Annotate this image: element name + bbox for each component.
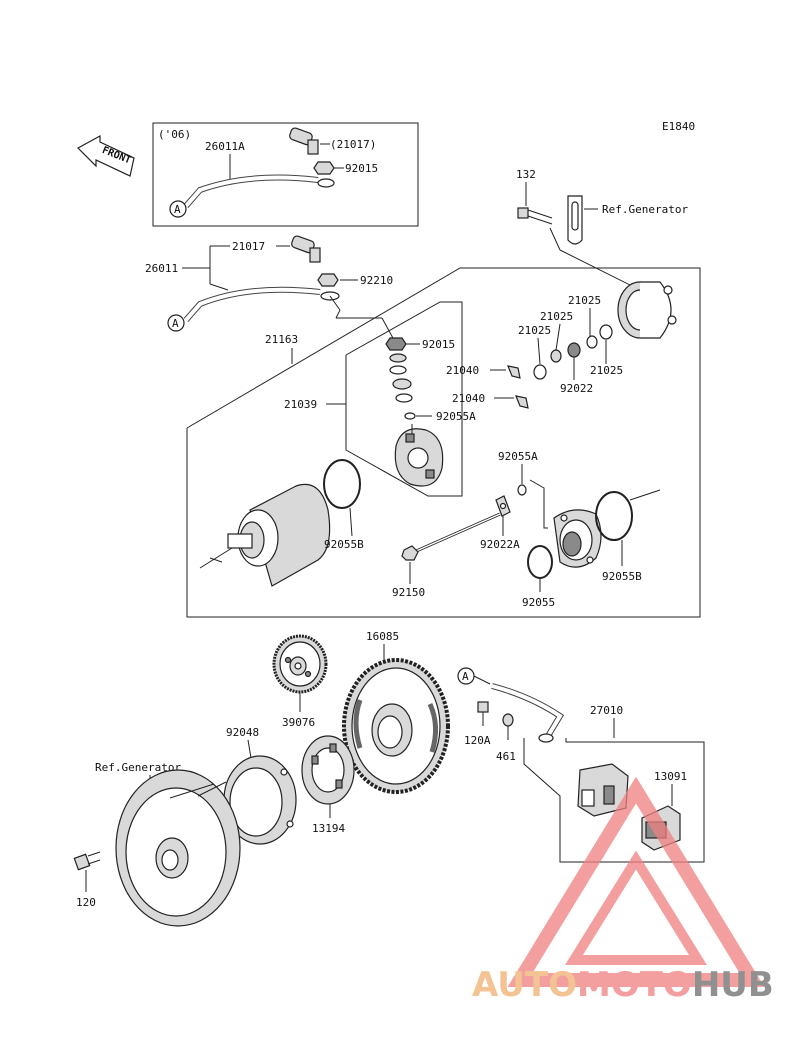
diagram-id: E1840	[662, 120, 695, 133]
starter-box	[186, 267, 701, 618]
front-arrow-icon: FRONT	[77, 134, 135, 177]
label-92055: 92055	[522, 596, 555, 609]
label-92015-top: 92015	[345, 162, 378, 175]
cable-icon-2	[183, 286, 340, 322]
label-132: 132	[516, 168, 536, 181]
brush-plate-icon	[394, 424, 444, 487]
label-21163: 21163	[265, 333, 298, 346]
nut-icon-2	[317, 273, 339, 287]
label-92055A: 92055A	[436, 410, 476, 423]
label-39076: 39076	[282, 716, 315, 729]
front-housing-icon	[553, 509, 602, 568]
label-92022A: 92022A	[480, 538, 520, 551]
spacer-plate-icon	[223, 755, 297, 845]
washer-icon-461	[502, 713, 514, 727]
label-120A: 120A	[464, 734, 491, 747]
oring-tiny-icon	[517, 484, 527, 496]
label-21025-c: 21025	[568, 294, 601, 307]
label-13194: 13194	[312, 822, 345, 835]
ref-a-circle-icon-2: A	[167, 314, 185, 332]
washer-icons	[533, 324, 613, 380]
ref-a-circle-icon: A	[169, 200, 187, 218]
label-ref-generator-bottom: Ref.Generator	[95, 761, 181, 774]
oring-icon-right	[595, 491, 633, 541]
svg-text:AUTOMOTOHUB: AUTOMOTOHUB	[472, 965, 774, 1005]
starter-clutch-gear-icon	[342, 658, 450, 794]
label-461: 461	[496, 750, 516, 763]
idle-gear-icon	[272, 634, 328, 694]
label-21025-b: 21025	[540, 310, 573, 323]
label-ref-generator-top: Ref.Generator	[602, 203, 688, 216]
label-21040-b: 21040	[452, 392, 485, 405]
rotor-icon	[115, 769, 241, 927]
label-27010: 27010	[590, 704, 623, 717]
label-21039: 21039	[284, 398, 317, 411]
label-92210: 92210	[360, 274, 393, 287]
label-92055B-right: 92055B	[602, 570, 642, 583]
one-way-clutch-icon	[301, 735, 355, 805]
oring-icon-92055	[527, 545, 553, 579]
bolt-icon-132	[517, 207, 553, 225]
cable-icon	[183, 174, 335, 208]
label-21040-a: 21040	[446, 364, 479, 377]
relay-cable-icon	[491, 683, 565, 743]
oring-icon-left	[323, 459, 361, 509]
starter-motor-icon	[199, 483, 331, 587]
cap-icon-2	[291, 235, 321, 263]
label-92055A-right: 92055A	[498, 450, 538, 463]
label-92022: 92022	[560, 382, 593, 395]
label-21017: 21017	[232, 240, 265, 253]
label-120: 120	[76, 896, 96, 909]
label-92055B-left: 92055B	[324, 538, 364, 551]
label-21025-d: 21025	[590, 364, 623, 377]
svg-text:A: A	[172, 317, 179, 330]
oring-small-icon	[404, 412, 416, 420]
brush-icon-b	[515, 395, 529, 409]
svg-text:A: A	[174, 203, 181, 216]
label-92048: 92048	[226, 726, 259, 739]
label-92150: 92150	[392, 586, 425, 599]
year-note: ('06)	[158, 128, 191, 141]
ref-a-circle-icon-3: A	[457, 667, 475, 685]
label-92015: 92015	[422, 338, 455, 351]
watermark-logo: AUTOMOTOHUB	[472, 776, 774, 1005]
washer-icon-92022A	[495, 495, 511, 517]
label-26011A: 26011A	[205, 140, 245, 153]
brush-icon-a	[507, 365, 521, 379]
svg-text:A: A	[462, 670, 469, 683]
brush-holder-box	[345, 301, 463, 497]
through-bolt-icon	[401, 512, 501, 561]
label-26011: 26011	[145, 262, 178, 275]
bolt-icon-120	[73, 851, 101, 871]
nut-icon	[313, 161, 335, 175]
label-16085: 16085	[366, 630, 399, 643]
label-21025-a: 21025	[518, 324, 551, 337]
inset-box-06	[152, 122, 419, 227]
nut-stack-icon	[385, 337, 413, 403]
label-21017-paren: (21017)	[330, 138, 376, 151]
starter-relay-icon	[577, 763, 629, 817]
label-13091: 13091	[654, 770, 687, 783]
cap-icon	[289, 127, 319, 155]
bracket-icon	[567, 195, 583, 245]
end-cover-icon	[617, 281, 677, 339]
bolt-icon-120A	[477, 701, 489, 726]
